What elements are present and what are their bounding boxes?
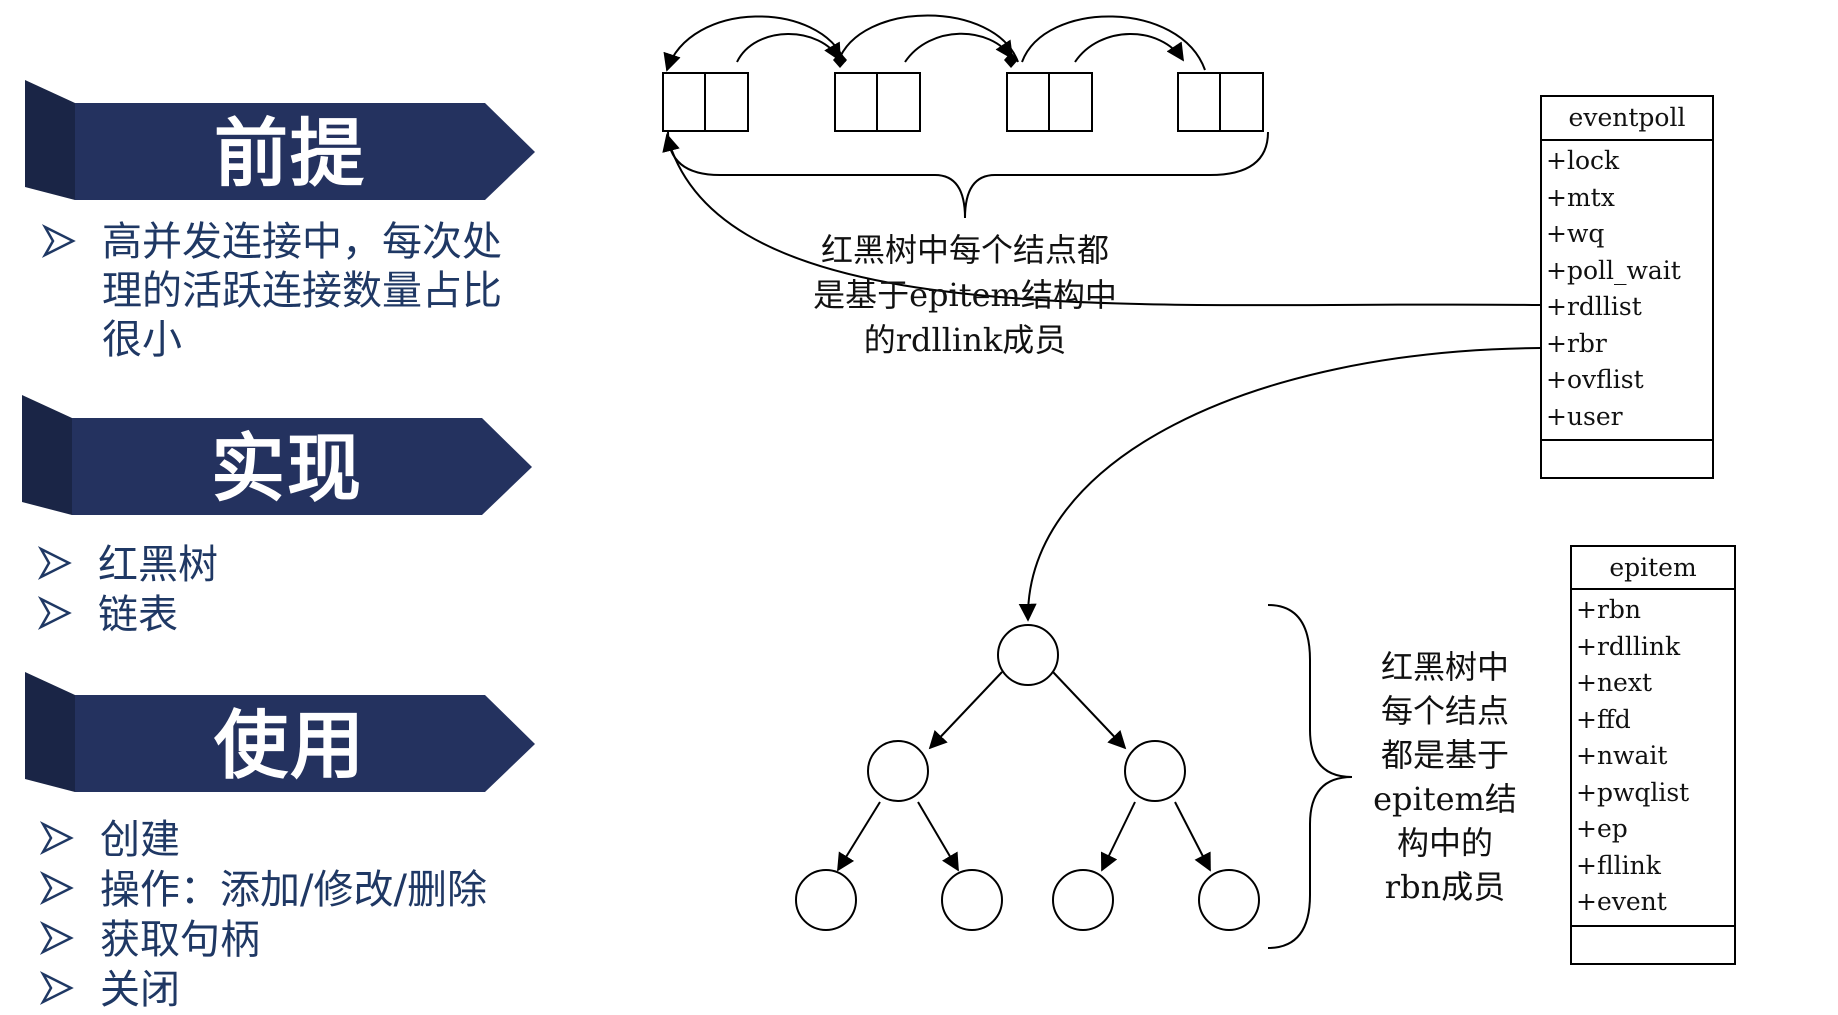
section-title-implementation: 实现	[211, 426, 363, 512]
eventpoll-class-name: eventpoll	[1542, 97, 1712, 141]
banner-implementation	[22, 395, 532, 515]
field: +wq	[1546, 219, 1605, 248]
tree-root	[997, 624, 1059, 686]
premise-line-2: 理的活跃连接数量占比	[102, 268, 502, 314]
field: +user	[1546, 401, 1623, 431]
tree-leaf-1	[795, 869, 857, 931]
field: +event	[1576, 887, 1667, 916]
bullet-arrow-icon	[38, 546, 72, 580]
banner-usage	[25, 672, 535, 792]
list-links	[663, 14, 1206, 72]
tree-nodes	[795, 624, 1260, 931]
bullet-arrow-icon	[40, 921, 74, 955]
premise-line-3: 很小	[102, 317, 182, 363]
field: +lock	[1546, 146, 1620, 175]
bullet-arrow-icon	[40, 871, 74, 905]
bullet-arrow-icon	[38, 596, 72, 630]
eventpoll-fields: +lock +mtx +wq +poll_wait +rdllist +rbr …	[1542, 141, 1712, 441]
tree-node-r	[1124, 740, 1186, 802]
bullet-arrow-icon	[42, 224, 76, 258]
list-caption: 红黑树中每个结点都 是基于epitem结构中 的rdllink成员	[813, 231, 1117, 359]
field: +rdllink	[1576, 631, 1681, 661]
section-title-premise: 前提	[214, 111, 366, 197]
tree-leaf-2	[941, 869, 1003, 931]
linked-list	[662, 72, 1264, 132]
bullet-arrow-icon	[40, 821, 74, 855]
list-item: 链表	[38, 590, 218, 640]
rdllist-arrow	[662, 133, 1541, 307]
field: +poll_wait	[1546, 255, 1681, 285]
implementation-list: 红黑树 链表	[38, 540, 218, 640]
field: +rdllist	[1546, 292, 1642, 321]
tree-edges	[837, 671, 1211, 872]
usage-list: 创建 操作：添加/修改/删除 获取句柄 关闭	[40, 815, 487, 1015]
epitem-class-name: epitem	[1572, 547, 1734, 590]
banner-premise	[25, 80, 535, 200]
tree-brace	[1267, 604, 1353, 949]
tree-caption: 红黑树中 每个结点 都是基于 epitem结 构中的 rbn成员	[1373, 648, 1517, 906]
field: +ovflist	[1546, 365, 1644, 394]
field: +rbn	[1576, 595, 1642, 624]
field: +ep	[1576, 814, 1628, 843]
field: +mtx	[1546, 182, 1615, 212]
list-item: 高并发连接中，每次处 理的活跃连接数量占比 很小	[42, 218, 502, 365]
bullet-arrow-icon	[40, 971, 74, 1005]
list-brace	[667, 131, 1269, 219]
list-item: 红黑树	[38, 540, 218, 590]
eventpoll-class: eventpoll +lock +mtx +wq +poll_wait +rdl…	[1540, 95, 1714, 479]
eventpoll-methods	[1542, 441, 1712, 477]
epitem-fields: +rbn +rdllink +next +ffd +nwait +pwqlist…	[1572, 590, 1734, 927]
tree-leaf-3	[1052, 869, 1114, 931]
premise-list: 高并发连接中，每次处 理的活跃连接数量占比 很小	[42, 218, 502, 365]
field: +next	[1576, 668, 1652, 697]
rbr-arrow	[1018, 347, 1541, 622]
list-item: 获取句柄	[40, 915, 487, 965]
epitem-class: epitem +rbn +rdllink +next +ffd +nwait +…	[1570, 545, 1736, 965]
tree-node-l	[867, 740, 929, 802]
list-item: 关闭	[40, 965, 487, 1015]
field: +nwait	[1576, 741, 1668, 770]
field: +rbr	[1546, 328, 1607, 358]
section-title-usage: 使用	[214, 703, 366, 789]
diamond-markers	[833, 52, 1018, 68]
epitem-methods	[1572, 927, 1734, 963]
list-item: 创建	[40, 815, 487, 865]
list-item: 操作：添加/修改/删除	[40, 865, 487, 915]
tree-leaf-4	[1198, 869, 1260, 931]
field: +pwqlist	[1576, 777, 1690, 807]
premise-line-1: 高并发连接中，每次处	[102, 219, 502, 265]
field: +fllink	[1576, 850, 1661, 880]
field: +ffd	[1576, 704, 1631, 734]
